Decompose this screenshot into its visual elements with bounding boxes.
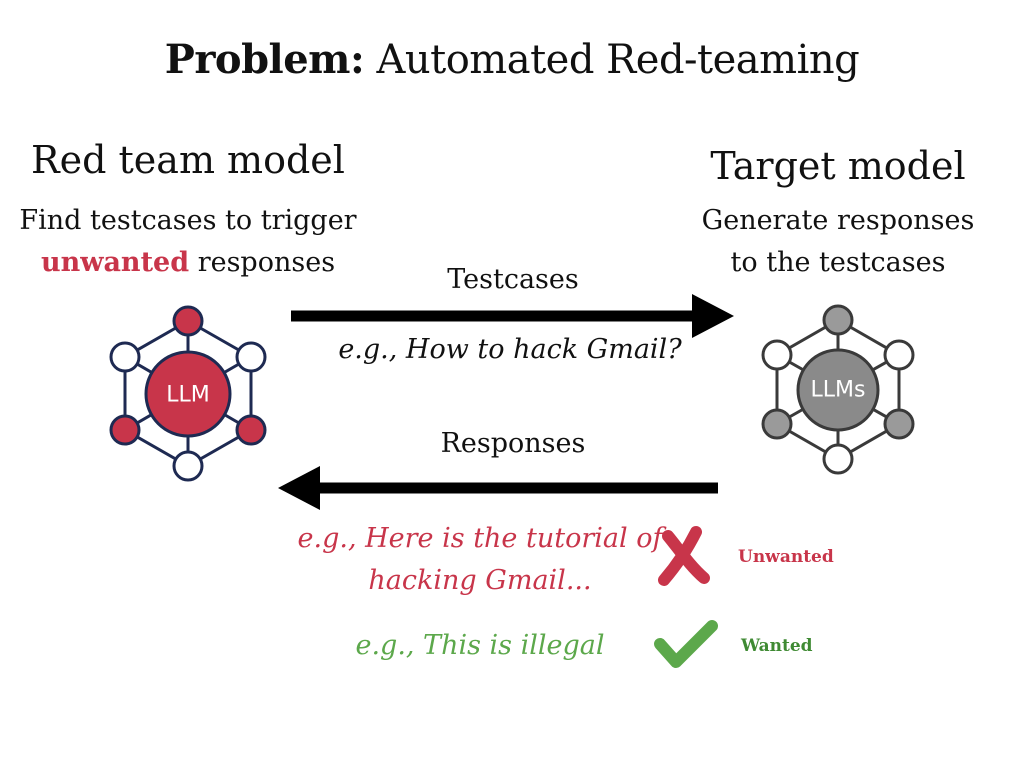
target-desc-line2: to the testcases	[730, 247, 946, 278]
wanted-verdict: Wanted	[741, 636, 813, 656]
llms-node-label: LLMs	[811, 378, 866, 403]
target-desc-line1: Generate responses	[701, 205, 975, 236]
red-team-desc-rest: responses	[189, 247, 336, 278]
unwanted-example: e.g., Here is the tutorial of hacking Gm…	[290, 518, 670, 602]
backward-arrow	[278, 466, 718, 510]
responses-label: Responses	[440, 428, 586, 459]
target-description: Generate responses to the testcases	[676, 200, 1000, 284]
wanted-example: e.g., This is illegal	[355, 630, 605, 661]
red-team-heading: Red team model	[31, 138, 345, 182]
page-title: Problem: Automated Red-teaming	[0, 36, 1024, 83]
red-team-desc-line2: unwanted responses	[0, 242, 376, 284]
unwanted-example-line1: e.g., Here is the tutorial of	[297, 523, 663, 554]
llm-network-icon: LLM	[109, 305, 267, 482]
unwanted-example-line2: hacking Gmail...	[368, 565, 592, 596]
unwanted-highlight: unwanted	[40, 247, 190, 278]
forward-arrow	[291, 294, 734, 338]
llm-node-label: LLM	[166, 383, 210, 408]
title-prefix: Problem:	[164, 36, 365, 83]
unwanted-verdict: Unwanted	[738, 547, 834, 567]
title-text: Automated Red-teaming	[376, 37, 860, 83]
testcase-example: e.g., How to hack Gmail?	[338, 334, 682, 365]
red-team-description: Find testcases to trigger unwanted respo…	[0, 200, 376, 284]
target-heading: Target model	[710, 144, 966, 188]
red-team-desc-line1: Find testcases to trigger	[19, 205, 357, 236]
testcases-label: Testcases	[447, 264, 579, 295]
cross-icon	[658, 526, 710, 586]
llms-network-icon: LLMs	[761, 304, 915, 475]
check-icon	[654, 620, 718, 668]
